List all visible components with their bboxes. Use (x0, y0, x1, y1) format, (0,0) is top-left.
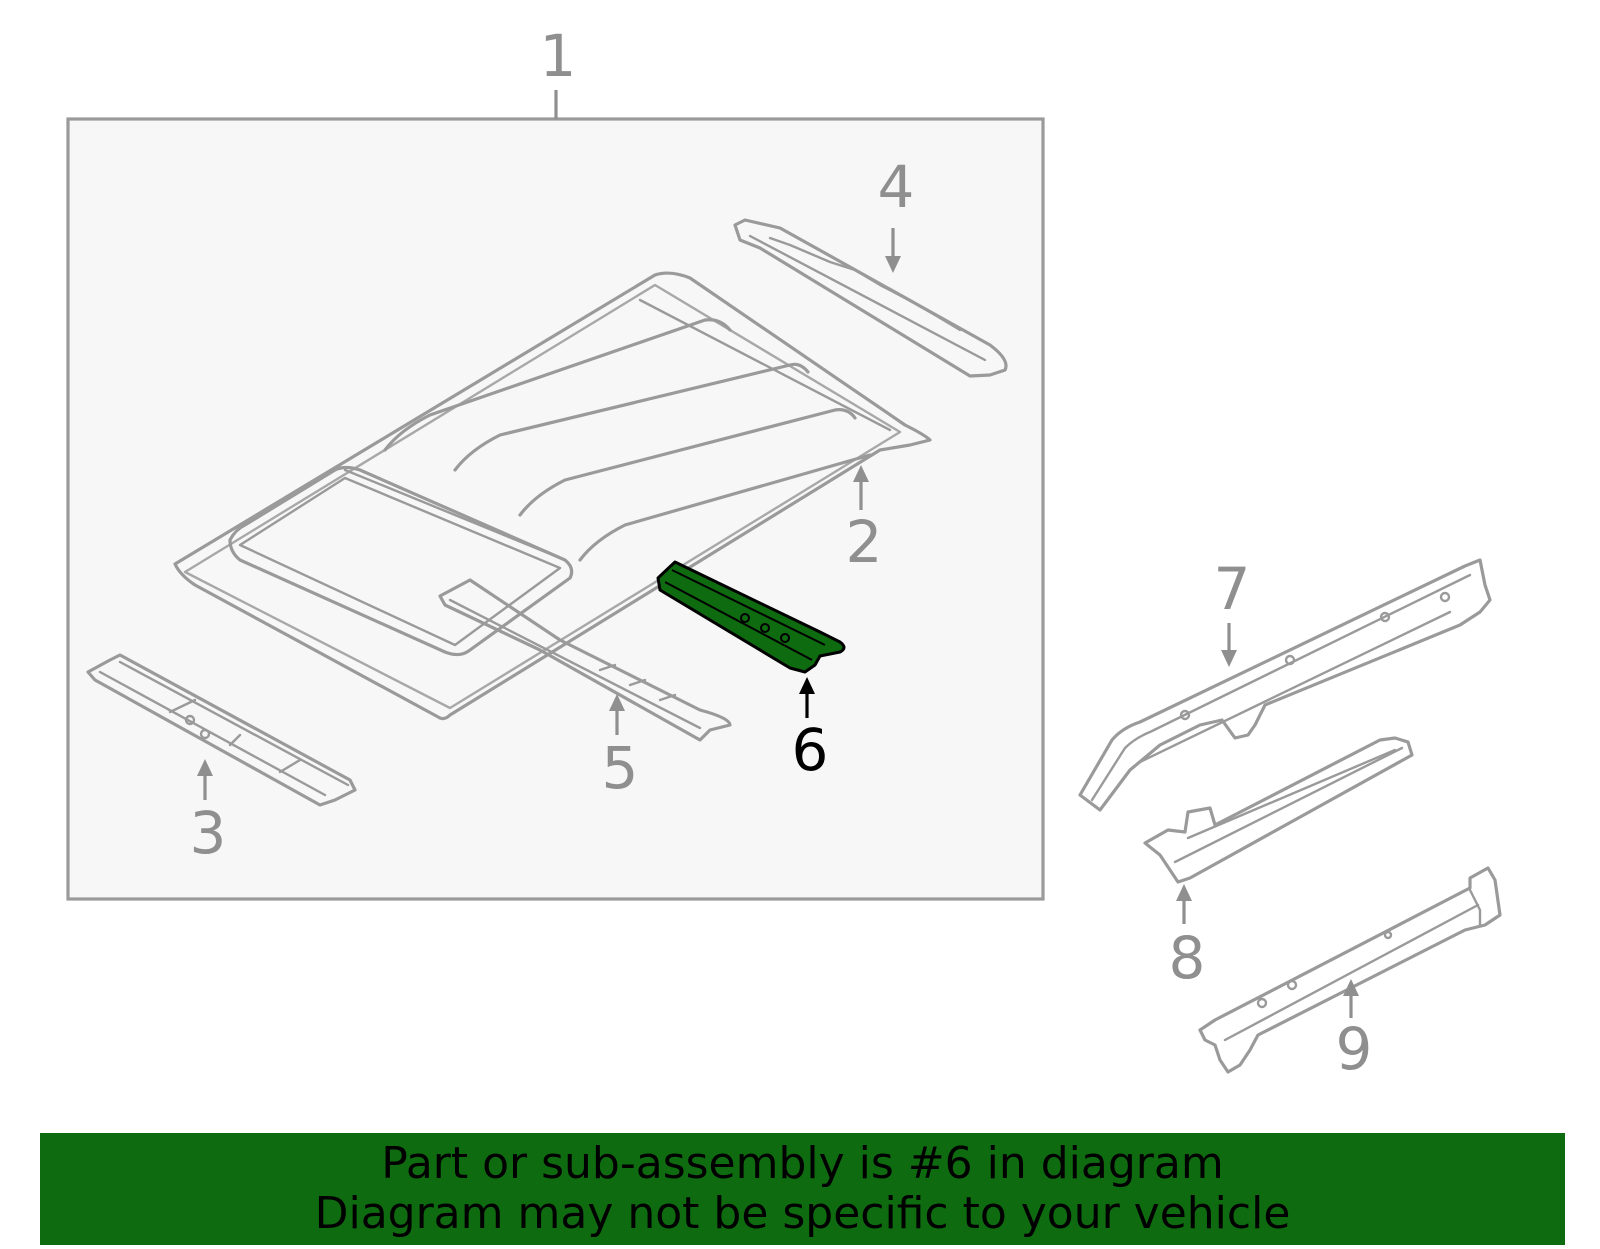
leader-arrow-4 (885, 256, 901, 273)
banner-line-disclaimer: Diagram may not be specific to your vehi… (314, 1188, 1291, 1239)
callout-9[interactable]: 9 (1336, 1015, 1373, 1083)
inner-rail-part-8[interactable] (1143, 736, 1414, 884)
roof-bow-part-5[interactable] (438, 578, 732, 742)
leader-arrow-5 (609, 694, 625, 711)
lower-rail-part-9[interactable] (1198, 866, 1502, 1074)
leader-arrow-3 (197, 759, 213, 776)
assembly-box (66, 117, 1045, 901)
leader-arrow-9 (1343, 979, 1359, 996)
callout-3[interactable]: 3 (190, 799, 227, 867)
leader-arrow-8 (1176, 884, 1192, 901)
callout-1[interactable]: 1 (540, 22, 577, 90)
callout-7[interactable]: 7 (1214, 555, 1251, 623)
rear-header-part-4[interactable] (733, 218, 1008, 378)
roof-side-rail-part-7[interactable] (1078, 558, 1492, 812)
front-header-part-3[interactable] (86, 653, 357, 807)
roof-panel-part-2[interactable] (173, 271, 932, 721)
callout-6[interactable]: 6 (792, 716, 829, 784)
leader-arrow-2 (853, 465, 869, 482)
callout-5[interactable]: 5 (602, 734, 639, 802)
leader-arrow-7 (1221, 650, 1237, 667)
roof-bow-part-6-highlighted[interactable] (656, 560, 846, 674)
leader-arrow-6 (799, 677, 815, 694)
callout-2[interactable]: 2 (846, 508, 883, 576)
info-banner: Part or sub-assembly is #6 in diagram Di… (40, 1133, 1565, 1245)
banner-line-part-number: Part or sub-assembly is #6 in diagram (381, 1138, 1224, 1189)
callout-4[interactable]: 4 (878, 153, 915, 221)
callout-8[interactable]: 8 (1169, 924, 1206, 992)
